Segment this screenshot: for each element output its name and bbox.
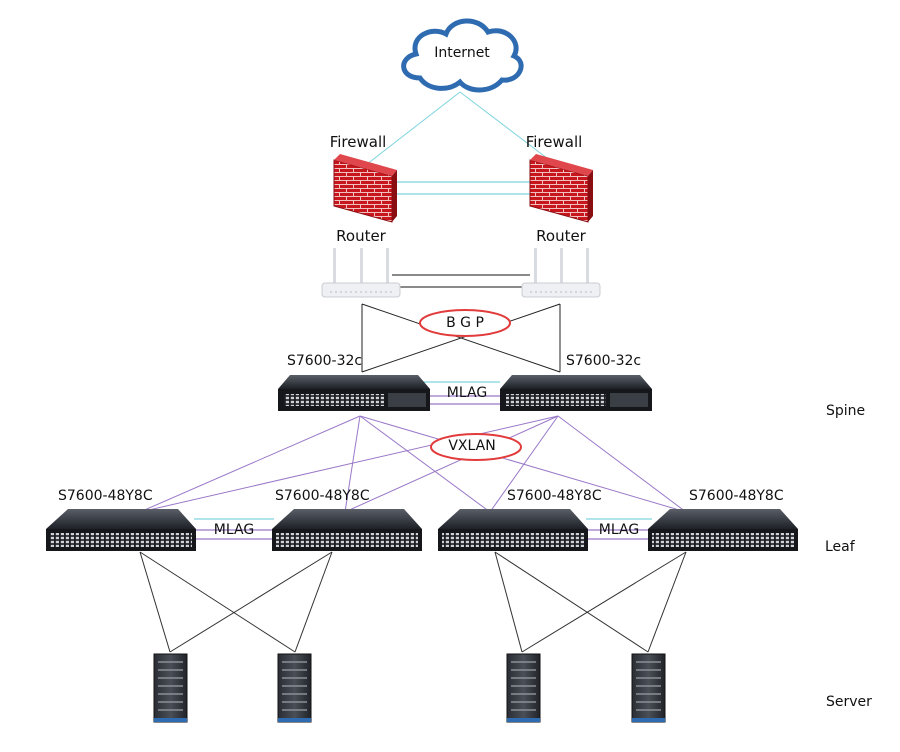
leaf-mlag-label-right: MLAG bbox=[598, 522, 640, 538]
bgp-label: B G P bbox=[446, 315, 484, 331]
leaf-switch-label-4: S7600-48Y8C bbox=[689, 488, 784, 504]
tier-label-leaf: Leaf bbox=[825, 539, 855, 555]
spine-switch-label-right: S7600-32c bbox=[566, 353, 642, 369]
leaf-mlag-links-right bbox=[586, 518, 652, 540]
vxlan-label: VXLAN bbox=[448, 438, 496, 454]
internet-links bbox=[361, 91, 561, 169]
router-icon-left bbox=[321, 248, 401, 298]
spine-switch-right bbox=[500, 375, 652, 411]
leaf-switch-2 bbox=[272, 509, 422, 551]
leaf-switch-3 bbox=[438, 509, 588, 551]
cloud-icon bbox=[401, 18, 524, 93]
server-icon-3 bbox=[506, 653, 541, 723]
leaf-switch-label-3: S7600-48Y8C bbox=[507, 488, 602, 504]
leaf-switch-label-1: S7600-48Y8C bbox=[58, 488, 153, 504]
leaf-switch-1 bbox=[46, 509, 196, 551]
vxlan-oval bbox=[430, 433, 522, 461]
bgp-oval bbox=[419, 309, 511, 337]
spine-mlag-links bbox=[420, 381, 500, 405]
leaf-mlag-label-left: MLAG bbox=[213, 522, 255, 538]
spine-switch-label-left: S7600-32c bbox=[287, 353, 363, 369]
bgp-links bbox=[361, 303, 561, 373]
leaf-switch-4 bbox=[648, 509, 798, 551]
server-icon-2 bbox=[277, 653, 312, 723]
router-interconnect bbox=[392, 274, 530, 288]
firewall-icon-right bbox=[529, 154, 593, 223]
tier-label-server: Server bbox=[826, 694, 872, 710]
spine-switch-left bbox=[278, 375, 430, 411]
server-icon-4 bbox=[631, 653, 666, 723]
server-icon-1 bbox=[153, 653, 188, 723]
leaf-mlag-links-left bbox=[194, 518, 274, 540]
spine-mlag-label: MLAG bbox=[446, 385, 488, 401]
internet-label: Internet bbox=[434, 45, 490, 61]
firewall-label-right: Firewall bbox=[525, 133, 583, 151]
router-label-right: Router bbox=[536, 227, 586, 245]
spine-leaf-links bbox=[139, 415, 687, 513]
firewall-icon-left bbox=[333, 154, 397, 223]
leaf-server-links bbox=[139, 551, 687, 653]
tier-label-spine: Spine bbox=[826, 403, 866, 419]
router-icon-right bbox=[521, 248, 601, 298]
firewall-interconnect bbox=[392, 181, 530, 195]
leaf-switch-label-2: S7600-48Y8C bbox=[275, 488, 370, 504]
router-label-left: Router bbox=[336, 227, 386, 245]
firewall-label-left: Firewall bbox=[329, 133, 387, 151]
